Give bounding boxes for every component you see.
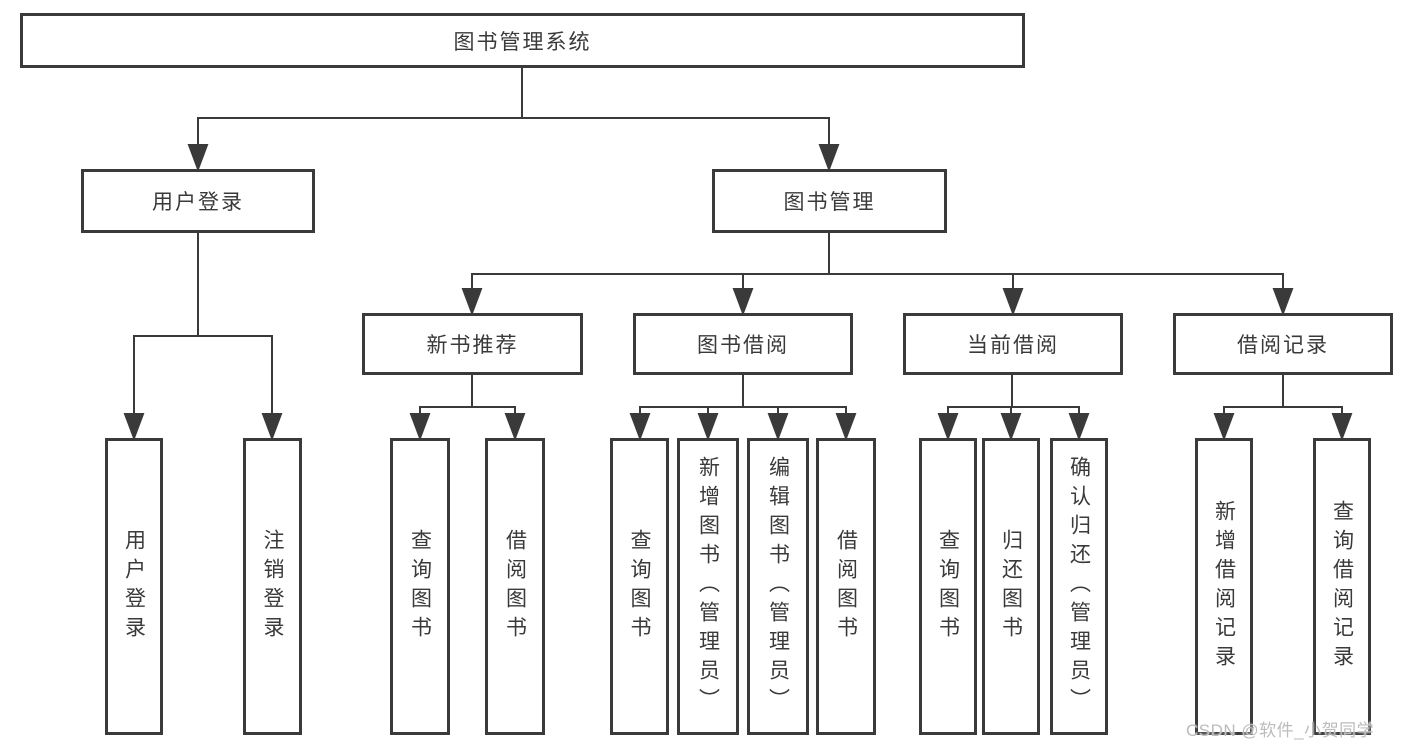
connector-book-borrowing-to-children xyxy=(629,375,857,441)
leaf-add-borrow-record: 新增借阅记录 xyxy=(1195,438,1253,735)
node-borrowing-records: 借阅记录 xyxy=(1173,313,1393,375)
leaf-borrow-books-recommend: 借阅图书 xyxy=(485,438,545,735)
connector-borrowing-records-to-children xyxy=(1213,375,1353,441)
leaf-query-books-current: 查询图书 xyxy=(919,438,977,735)
node-current-borrowing: 当前借阅 xyxy=(903,313,1123,375)
leaf-confirm-return-admin: 确认归还（管理员） xyxy=(1050,438,1108,735)
leaf-user-login: 用户登录 xyxy=(105,438,163,735)
leaf-query-books-recommend: 查询图书 xyxy=(390,438,450,735)
connector-root-to-level2 xyxy=(187,68,840,172)
leaf-edit-book-admin: 编辑图书（管理员） xyxy=(747,438,809,735)
leaf-logout: 注销登录 xyxy=(243,438,302,735)
node-book-management: 图书管理 xyxy=(712,169,947,233)
connector-current-borrowing-to-children xyxy=(937,375,1090,441)
leaf-query-books-borrowing: 查询图书 xyxy=(610,438,669,735)
csdn-watermark: CSDN @软件_小贺同学 xyxy=(1186,721,1375,740)
leaf-add-book-admin: 新增图书（管理员） xyxy=(677,438,739,735)
connector-user-login-to-children xyxy=(123,233,283,441)
connector-book-management-to-level3 xyxy=(461,233,1294,316)
connector-new-book-recommend-to-children xyxy=(409,375,526,441)
node-book-borrowing: 图书借阅 xyxy=(633,313,853,375)
node-user-login: 用户登录 xyxy=(81,169,315,233)
leaf-borrow-books-borrowing: 借阅图书 xyxy=(816,438,876,735)
node-root: 图书管理系统 xyxy=(20,13,1025,68)
leaf-query-borrow-record: 查询借阅记录 xyxy=(1313,438,1371,735)
node-new-book-recommend: 新书推荐 xyxy=(362,313,583,375)
leaf-return-book: 归还图书 xyxy=(982,438,1040,735)
